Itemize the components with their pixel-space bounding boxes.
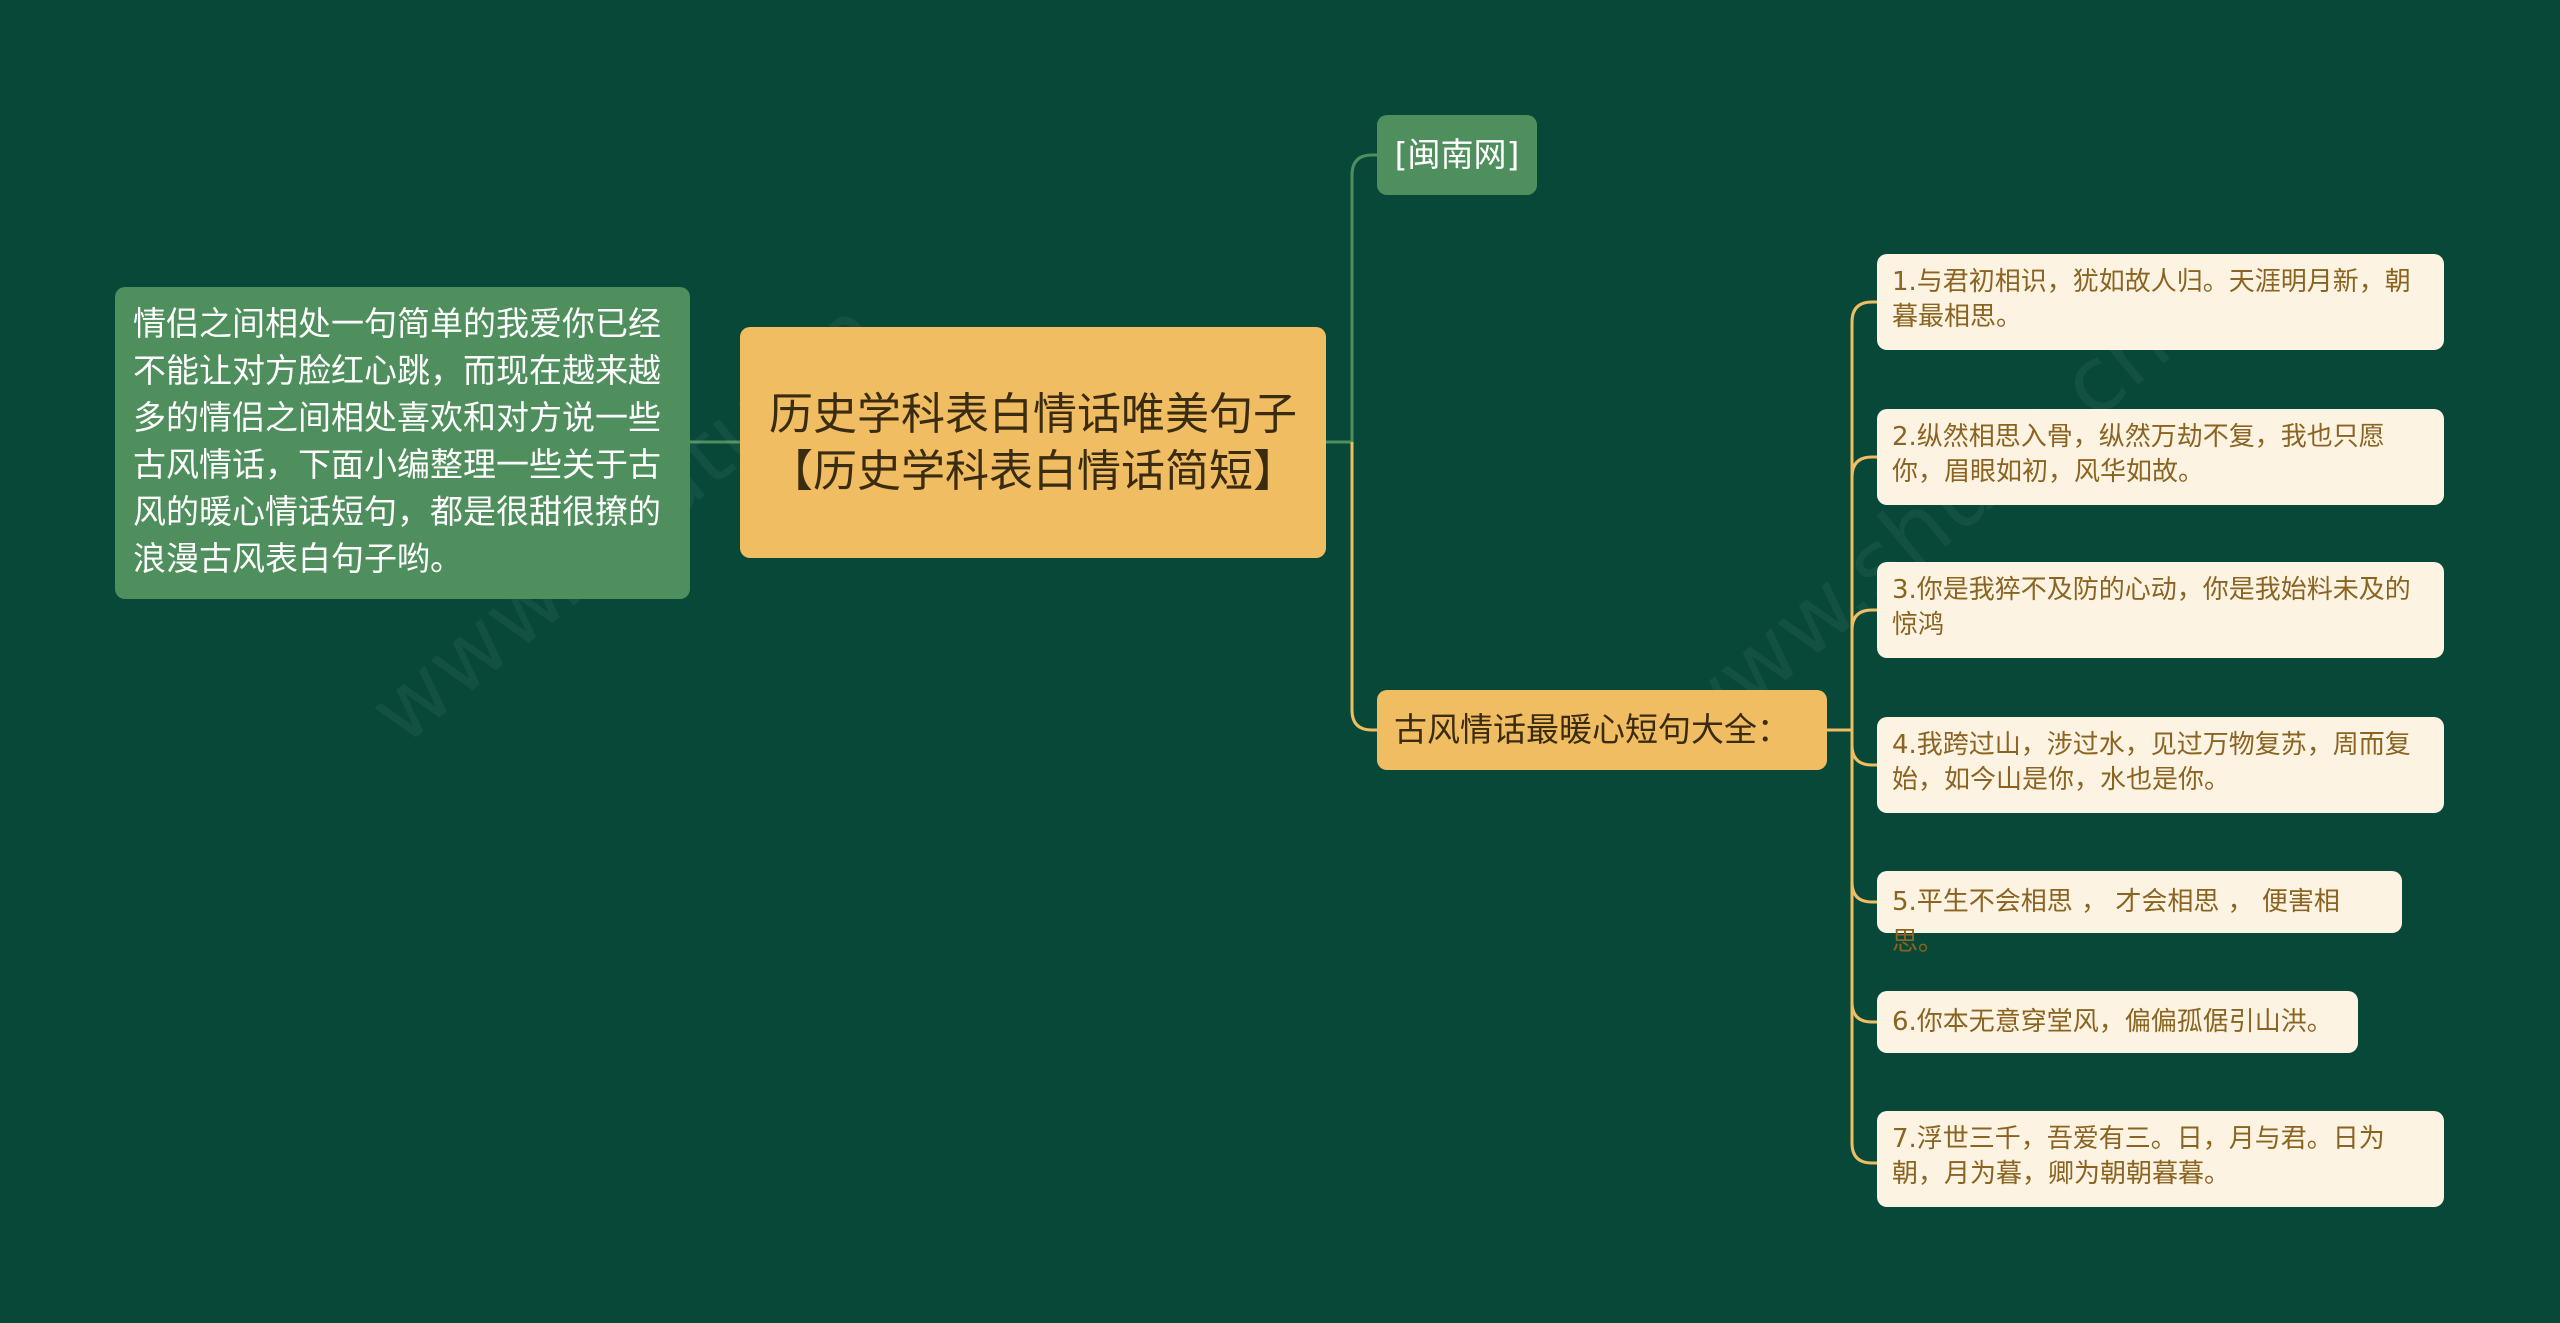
leaf-node-text: 3.你是我猝不及防的心动，你是我始料未及的惊鸿: [1892, 575, 2411, 640]
connector-leaf-4: [1850, 730, 1877, 767]
leaf-node-text: 1.与君初相识，犹如故人归。天涯明月新，朝暮最相思。: [1892, 267, 2411, 332]
connector-root-source: [1326, 153, 1377, 444]
connector-leaf-2: [1850, 455, 1877, 730]
source-node[interactable]: [闽南网]: [1377, 115, 1537, 195]
connector-leaf-3: [1850, 608, 1877, 730]
connector-leaf-1: [1850, 300, 1877, 730]
connector-root-topic: [1350, 442, 1377, 732]
connector-leaf-6: [1850, 730, 1877, 1024]
source-node-label: [闽南网]: [1394, 135, 1520, 174]
leaf-node-1[interactable]: 1.与君初相识，犹如故人归。天涯明月新，朝暮最相思。: [1877, 254, 2444, 350]
leaf-node-7[interactable]: 7.浮世三千，吾爱有三。日，月与君。日为朝，月为暮，卿为朝朝暮暮。: [1877, 1111, 2444, 1207]
intro-node-text: 情侣之间相处一句简单的我爱你已经不能让对方脸红心跳，而现在越来越多的情侣之间相处…: [133, 304, 661, 578]
leaf-node-text: 2.纵然相思入骨，纵然万劫不复，我也只愿你，眉眼如初，风华如故。: [1892, 422, 2385, 487]
topic-node-label: 古风情话最暖心短句大全：: [1394, 710, 1790, 749]
intro-node[interactable]: 情侣之间相处一句简单的我爱你已经不能让对方脸红心跳，而现在越来越多的情侣之间相处…: [115, 287, 690, 599]
leaf-node-text: 6.你本无意穿堂风，偏偏孤倨引山洪。: [1892, 1007, 2333, 1037]
leaf-node-text: 4.我跨过山，涉过水，见过万物复苏，周而复始，如今山是你，水也是你。: [1892, 730, 2411, 795]
leaf-node-4[interactable]: 4.我跨过山，涉过水，见过万物复苏，周而复始，如今山是你，水也是你。: [1877, 717, 2444, 813]
root-node-title: 历史学科表白情话唯美句子【历史学科表白情话简短】: [769, 388, 1297, 497]
connector-leaf-7: [1850, 730, 1877, 1165]
leaf-node-text: 5.平生不会相思 ， 才会相思 ， 便害相思。: [1892, 887, 2340, 957]
topic-node[interactable]: 古风情话最暖心短句大全：: [1377, 690, 1827, 770]
leaf-node-5[interactable]: 5.平生不会相思 ， 才会相思 ， 便害相思。: [1877, 871, 2402, 957]
leaf-node-6[interactable]: 6.你本无意穿堂风，偏偏孤倨引山洪。: [1877, 991, 2358, 1053]
leaf-node-3[interactable]: 3.你是我猝不及防的心动，你是我始料未及的惊鸿: [1877, 562, 2444, 658]
root-node[interactable]: 历史学科表白情话唯美句子【历史学科表白情话简短】: [740, 327, 1326, 558]
leaf-node-text: 7.浮世三千，吾爱有三。日，月与君。日为朝，月为暮，卿为朝朝暮暮。: [1892, 1124, 2385, 1189]
leaf-node-2[interactable]: 2.纵然相思入骨，纵然万劫不复，我也只愿你，眉眼如初，风华如故。: [1877, 409, 2444, 505]
